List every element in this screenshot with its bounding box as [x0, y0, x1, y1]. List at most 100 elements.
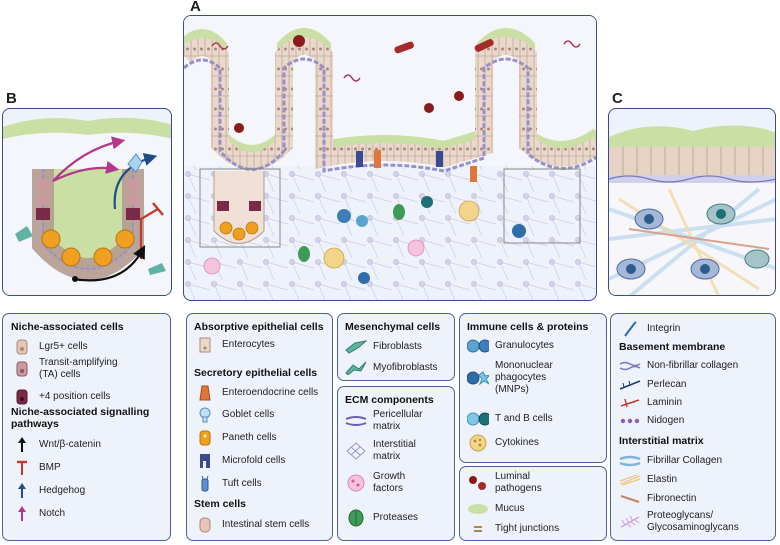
basement-membrane — [184, 57, 596, 173]
legend-item-paneth: Paneth cells — [194, 429, 276, 447]
pathogen-icon — [467, 474, 489, 492]
panel-c-illustration — [609, 125, 775, 295]
granulocyte — [356, 215, 368, 227]
plus4-cell — [249, 201, 261, 211]
growth-factor-icon — [345, 474, 367, 492]
mnp-icon — [467, 369, 489, 387]
stem-cell-icon — [194, 516, 216, 534]
panel-b-illustration — [3, 117, 171, 295]
notch-arrow — [52, 136, 126, 182]
fibronectin-icon — [619, 490, 641, 508]
legend-item-non-fibrillar-collagen: Non-fibrillar collagen — [619, 357, 738, 375]
legend-heading-secretory: Secretory epithelial cells — [194, 367, 318, 379]
ta-cell-icon — [11, 360, 33, 378]
paneth-cell — [232, 227, 246, 241]
ta-cell — [126, 179, 140, 191]
panel-a-illustration — [184, 16, 596, 300]
microfold-cell — [356, 151, 363, 167]
legend-item-integrin: Integrin — [619, 320, 680, 338]
legend-heading-absorptive: Absorptive epithelial cells — [194, 321, 324, 333]
legend-item-interstitial-matrix: Interstitial matrix — [345, 439, 416, 463]
enteroendocrine-cell — [470, 166, 477, 182]
panel-b-label: B — [6, 90, 17, 107]
paneth-cell — [245, 221, 259, 235]
luminal-pathogen — [563, 40, 581, 48]
panel-b-niche — [2, 108, 172, 296]
legend-item-t-b-cells: T and B cells — [467, 410, 553, 428]
legend-item-wnt: Wnt/β-catenin — [11, 436, 101, 454]
legend-item-nidogen: Nidogen — [619, 412, 684, 430]
myofibroblast-icon — [345, 359, 367, 377]
legend-item-growth-factors: Growth factors — [345, 471, 405, 495]
luminal-pathogen — [424, 103, 434, 113]
luminal-pathogen — [343, 74, 361, 82]
protease — [393, 204, 405, 220]
fibroblast — [148, 263, 166, 275]
integrin-icon — [619, 320, 641, 338]
t-b-cell — [512, 224, 526, 238]
growth-factor — [407, 239, 425, 257]
tight-junction-icon — [467, 520, 489, 538]
microfold-cell — [436, 151, 443, 167]
legend-item-granulocytes: Granulocytes — [467, 337, 554, 355]
legend-membrane-matrix: Integrin Basement membrane Non-fibrillar… — [610, 313, 776, 541]
goblet-cell — [127, 153, 143, 173]
legend-epithelial: Absorptive epithelial cells Enterocytes … — [186, 313, 333, 541]
growth-factor — [203, 257, 221, 275]
perlecan-icon — [619, 376, 641, 394]
legend-item-myofibroblasts: Myofibroblasts — [345, 359, 437, 377]
ta-cell — [36, 179, 50, 191]
legend-item-pericellular-matrix: Pericellular matrix — [345, 409, 422, 433]
legend-item-fibroblasts: Fibroblasts — [345, 338, 422, 356]
legend-heading-niche-cells: Niche-associated cells — [11, 321, 124, 333]
microfold-cell-icon — [194, 452, 216, 470]
wnt-arrow-icon — [11, 436, 33, 454]
legend-item-mnps: Mononuclear phagocytes (MNPs) — [467, 360, 553, 396]
panel-c-matrix — [608, 108, 776, 296]
paneth-cell — [41, 229, 61, 249]
legend-item-elastin: Elastin — [619, 471, 677, 489]
fibronectin — [628, 228, 770, 250]
luminal-pathogen — [234, 123, 244, 133]
fibroblast — [15, 226, 33, 242]
panel-c-label: C — [612, 90, 623, 107]
legend-mesenchymal: Mesenchymal cells Fibroblasts Myofibrobl… — [337, 313, 455, 381]
plus4-cell — [126, 208, 140, 220]
ta-cell — [36, 193, 50, 205]
mucus-icon — [467, 500, 489, 518]
legend-item-tight-junctions: Tight junctions — [467, 520, 559, 538]
elastin-icon — [619, 471, 641, 489]
proteoglycan-icon — [619, 513, 641, 531]
legend-item-lgr5: Lgr5+ cells — [11, 338, 88, 356]
legend-item-hedgehog: Hedgehog — [11, 482, 85, 500]
legend-item-enteroendocrine: Enteroendocrine cells — [194, 384, 318, 402]
paneth-cell — [219, 221, 233, 235]
legend-heading-ecm: ECM components — [345, 394, 434, 406]
plus4-cell — [217, 201, 229, 211]
cytokine-icon — [467, 434, 489, 452]
t-b-cell — [421, 196, 433, 208]
paneth-cell-icon — [194, 429, 216, 447]
basement-membrane — [609, 175, 775, 183]
legend-heading-mesenchymal: Mesenchymal cells — [345, 321, 441, 333]
legend-item-notch: Notch — [11, 505, 65, 523]
luminal-pathogen — [454, 91, 464, 101]
luminal-pathogen — [394, 41, 414, 54]
panel-a-label: A — [190, 0, 201, 15]
pericellular-matrix — [744, 249, 770, 269]
interstitial-matrix-icon — [345, 442, 367, 460]
protease — [298, 246, 310, 262]
paneth-cell — [61, 247, 81, 267]
granulocyte-icon — [467, 337, 489, 355]
notch-arrow — [52, 160, 120, 182]
tuft-cell-icon — [194, 475, 216, 493]
goblet-cell-icon — [194, 406, 216, 424]
legend-luminal: Luminal pathogens Mucus Tight junctions — [459, 466, 607, 541]
panel-a-tissue — [183, 15, 597, 301]
legend-item-proteases: Proteases — [345, 509, 418, 527]
mucus-layer — [609, 125, 775, 149]
legend-item-enterocytes: Enterocytes — [194, 336, 275, 354]
legend-heading-pathways: Niche-associated signalling pathways — [11, 406, 150, 430]
protease-icon — [345, 509, 367, 527]
legend-item-plus4: +4 position cells — [11, 388, 110, 406]
